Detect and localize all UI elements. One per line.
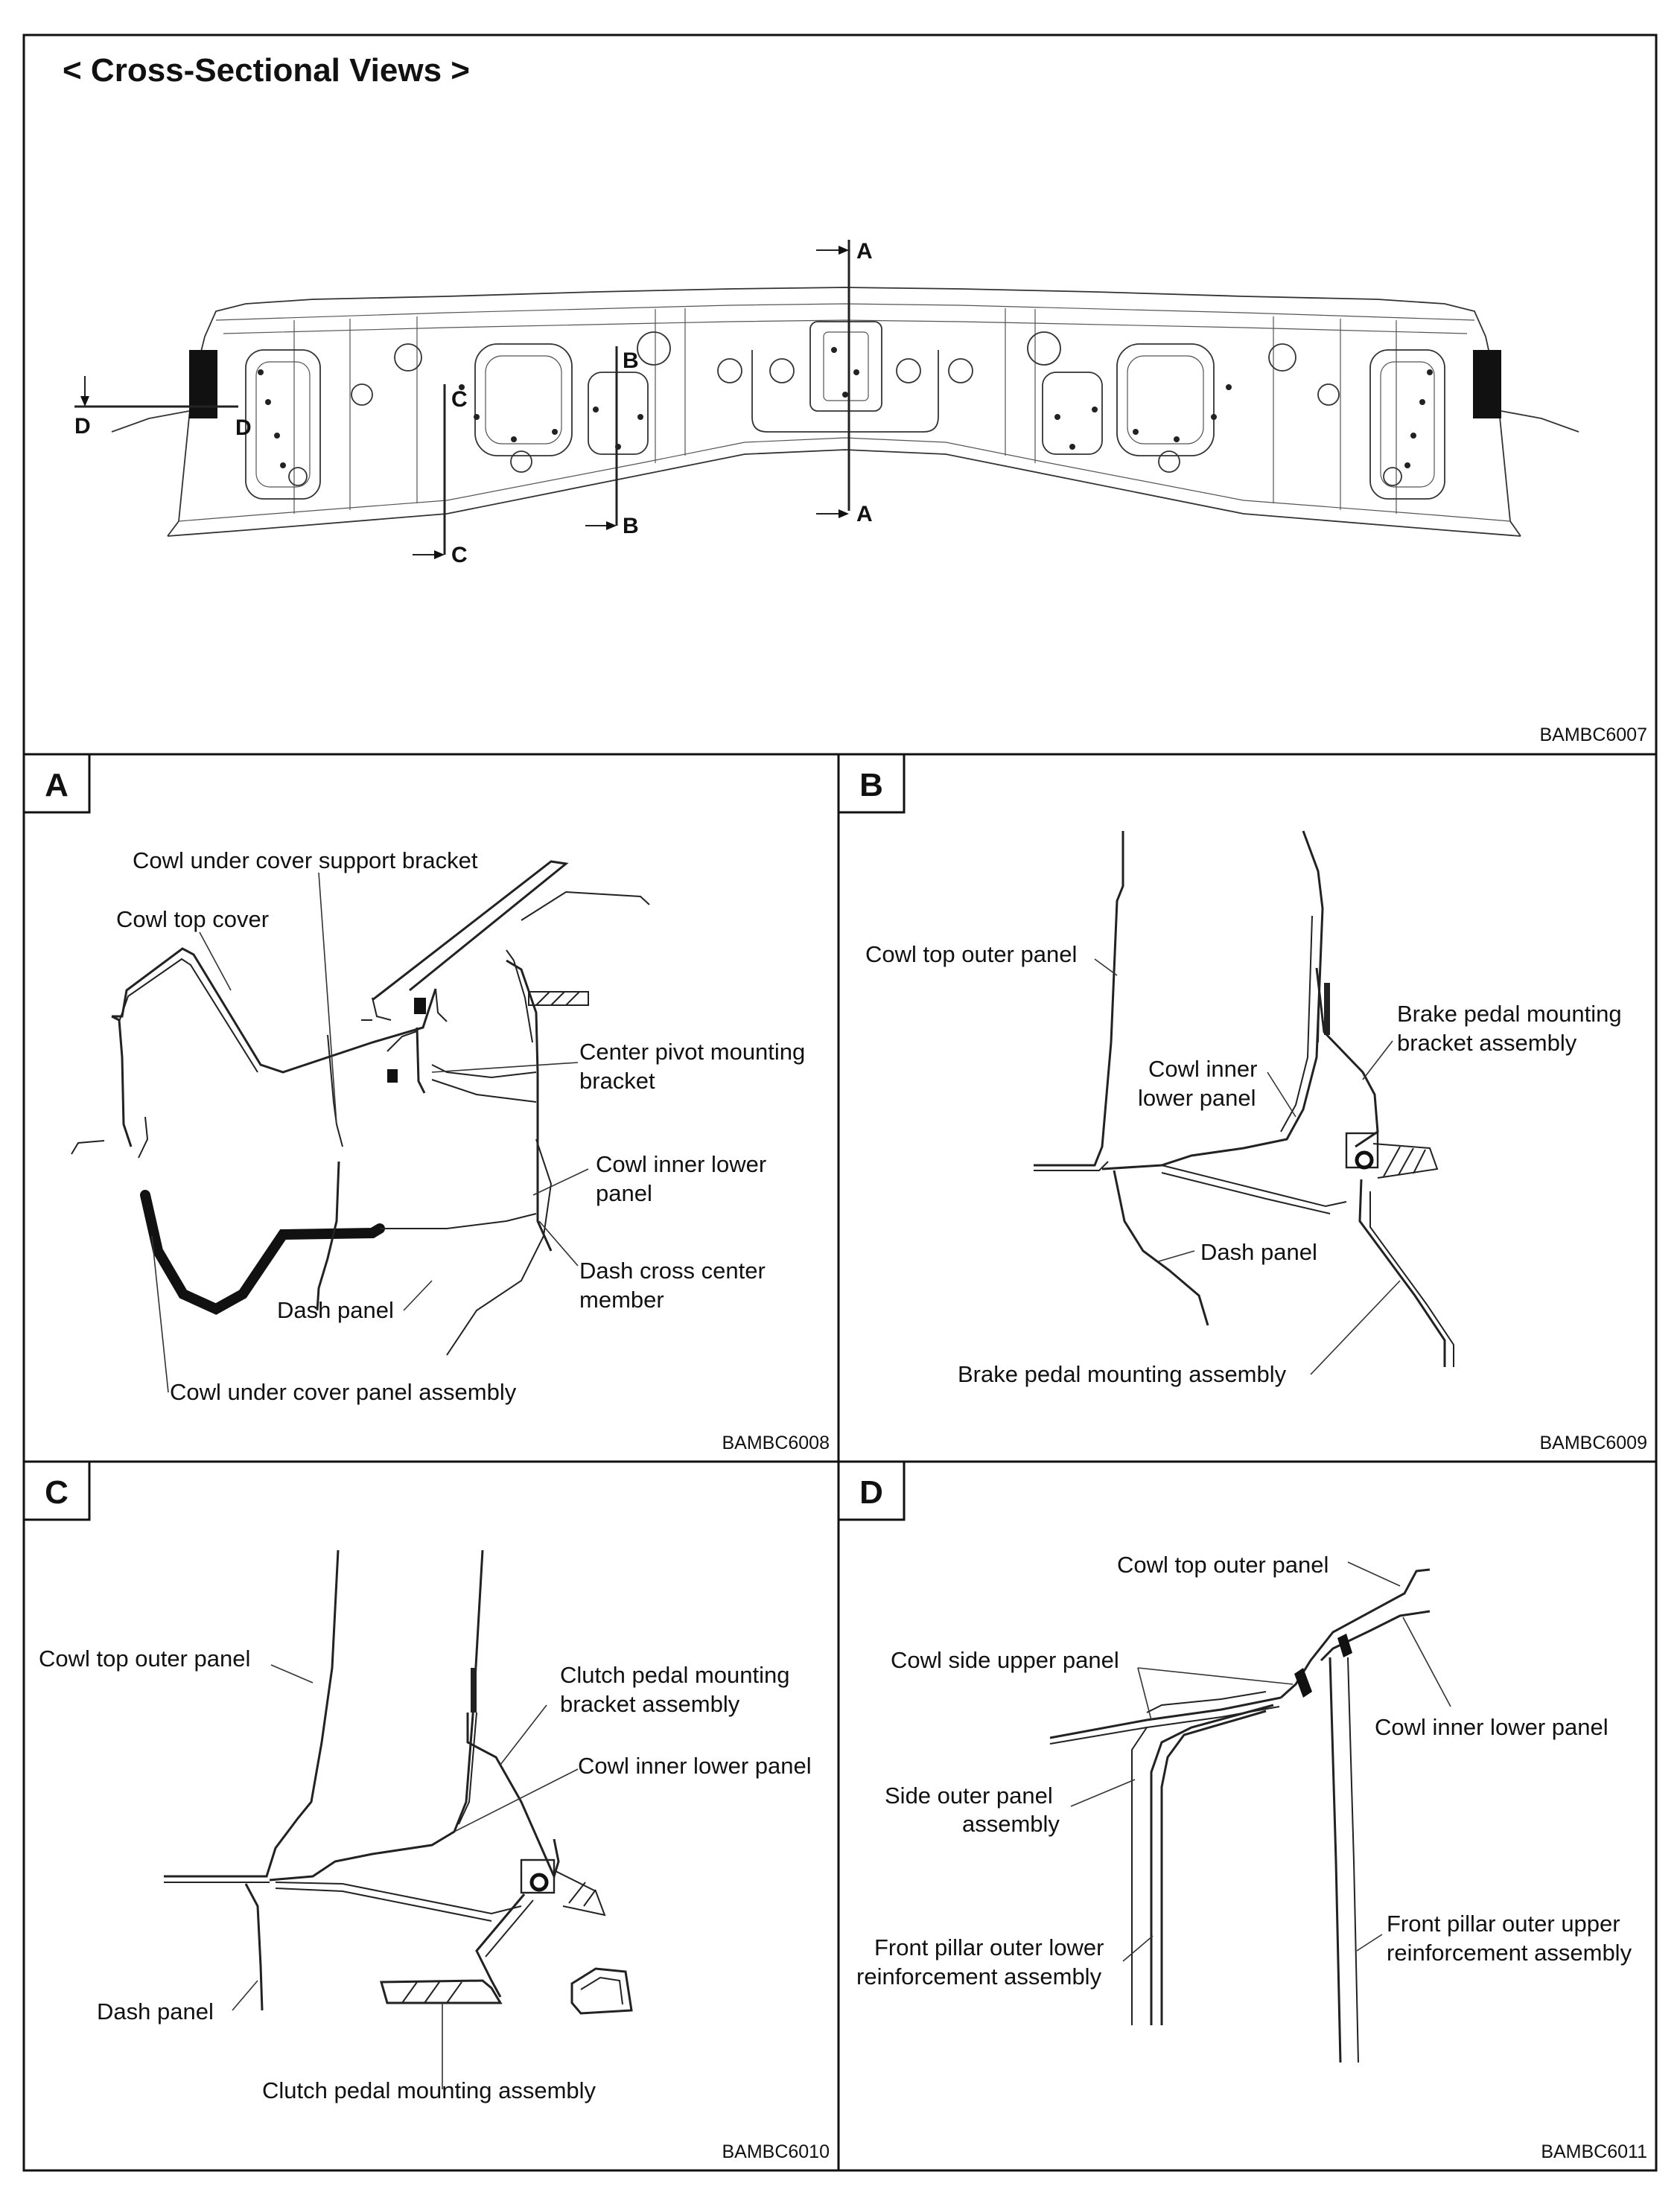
overview-figure-code: BAMBC6007 <box>1539 724 1647 745</box>
overview-section-marks-3: B <box>623 514 639 538</box>
panels-a-labels-support-bracket: Cowl under cover support bracket <box>133 847 478 873</box>
panel-c-tag: C <box>45 1474 69 1511</box>
panels-a-labels-center-pivot-2: bracket <box>579 1068 655 1094</box>
panels-c-labels-pedal-assembly: Clutch pedal mounting assembly <box>262 2077 596 2103</box>
panel-a-drawing <box>71 860 650 1356</box>
overview-section-marks-0: A <box>856 239 873 264</box>
cowl-overview-drawing <box>111 287 1579 537</box>
panel-b-figure-code: BAMBC6009 <box>1539 1433 1647 1453</box>
panel-a-tag: A <box>45 767 69 803</box>
right-end-block <box>1473 350 1501 418</box>
left-end-block <box>189 350 217 418</box>
panels-a-labels-center-pivot-1: Center pivot mounting <box>579 1039 805 1065</box>
panel-b: B BAMBC6009 <box>837 753 1647 1453</box>
panel-d-tag: D <box>859 1474 883 1511</box>
panels-c-labels-top-outer: Cowl top outer panel <box>39 1646 250 1672</box>
panels-d-labels-side-outer-1: Side outer panel <box>885 1783 1053 1809</box>
overview-section-marks-4: C <box>451 387 468 412</box>
overview-section-marks-7: D <box>235 415 252 440</box>
panels-c-labels-inner-lower: Cowl inner lower panel <box>578 1753 812 1779</box>
panel-c-figure-code: BAMBC6010 <box>722 2141 830 2162</box>
panels-b-labels-dash-panel: Dash panel <box>1200 1239 1317 1265</box>
overview-section-marks-5: C <box>451 543 468 567</box>
panels-d-labels-inner-lower: Cowl inner lower panel <box>1375 1714 1609 1740</box>
panels-a-labels-dash-cross-1: Dash cross center <box>579 1258 766 1284</box>
panels-a-labels-dash-cross-2: member <box>579 1287 664 1313</box>
section-cut-lines <box>74 240 850 559</box>
overview-section-marks-1: A <box>856 502 873 526</box>
overview-section-marks-6: D <box>74 414 91 439</box>
weld-dots <box>258 347 1433 468</box>
panels-b-labels-top-outer: Cowl top outer panel <box>865 941 1077 967</box>
panels-a-labels-dash-panel: Dash panel <box>277 1297 394 1323</box>
panel-c-drawing <box>164 1549 633 2015</box>
panels-b-labels-bracket-1: Brake pedal mounting <box>1397 1001 1622 1027</box>
panels-d-labels-lower-reinf-1: Front pillar outer lower <box>874 1934 1104 1960</box>
panel-b-drawing <box>1034 830 1454 1367</box>
panel-c: C BAMBC6010 <box>22 1460 830 2162</box>
panel-c-tag-box <box>22 1460 91 1521</box>
panel-d-drawing <box>1049 1568 1431 2063</box>
panel-d: D BAMBC6011 Cowl t <box>837 1460 1647 2162</box>
panels-c-labels-dash-panel: Dash panel <box>97 1998 214 2025</box>
panel-b-tag-box <box>837 753 906 814</box>
panels-b-labels-inner-1: Cowl inner <box>1148 1056 1257 1082</box>
panels-d-labels-side-upper: Cowl side upper panel <box>891 1647 1119 1673</box>
panel-b-tag: B <box>859 767 883 803</box>
panels-a-labels-under-cover-panel: Cowl under cover panel assembly <box>170 1379 517 1405</box>
panels-d-labels-upper-reinf-1: Front pillar outer upper <box>1387 1911 1620 1937</box>
panels-d-labels-top-outer: Cowl top outer panel <box>1117 1552 1329 1578</box>
panels-c-labels-bracket-2: bracket assembly <box>560 1691 740 1717</box>
outer-frame <box>22 34 1658 2172</box>
panels-b-labels-inner-2: lower panel <box>1138 1085 1256 1111</box>
panel-d-tag-box <box>837 1460 906 1521</box>
panel-a: A BAMBC6008 <box>22 753 830 1453</box>
panels-d-labels-upper-reinf-2: reinforcement assembly <box>1387 1940 1632 1966</box>
panels-d-labels-lower-reinf-2: reinforcement assembly <box>856 1963 1102 1990</box>
overview-section-marks-2: B <box>623 348 639 373</box>
panel-d-figure-code: BAMBC6011 <box>1541 2141 1647 2162</box>
section-cut-labels: A A B B C C D D <box>74 239 873 567</box>
panels-c-labels-bracket-1: Clutch pedal mounting <box>560 1662 789 1688</box>
panel-a-figure-code: BAMBC6008 <box>722 1433 830 1453</box>
page-title: < Cross-Sectional Views > <box>63 52 470 89</box>
panels-a-labels-top-cover: Cowl top cover <box>116 906 269 932</box>
panels-b-labels-bracket-2: bracket assembly <box>1397 1030 1577 1056</box>
panels-b-labels-pedal-assembly: Brake pedal mounting assembly <box>958 1361 1287 1387</box>
panels-a-labels-inner-lower-2: panel <box>596 1180 652 1206</box>
panels-d-labels-side-outer-2: assembly <box>962 1811 1060 1837</box>
panels-a-labels-inner-lower-1: Cowl inner lower <box>596 1151 766 1177</box>
panel-a-tag-box <box>22 753 91 814</box>
